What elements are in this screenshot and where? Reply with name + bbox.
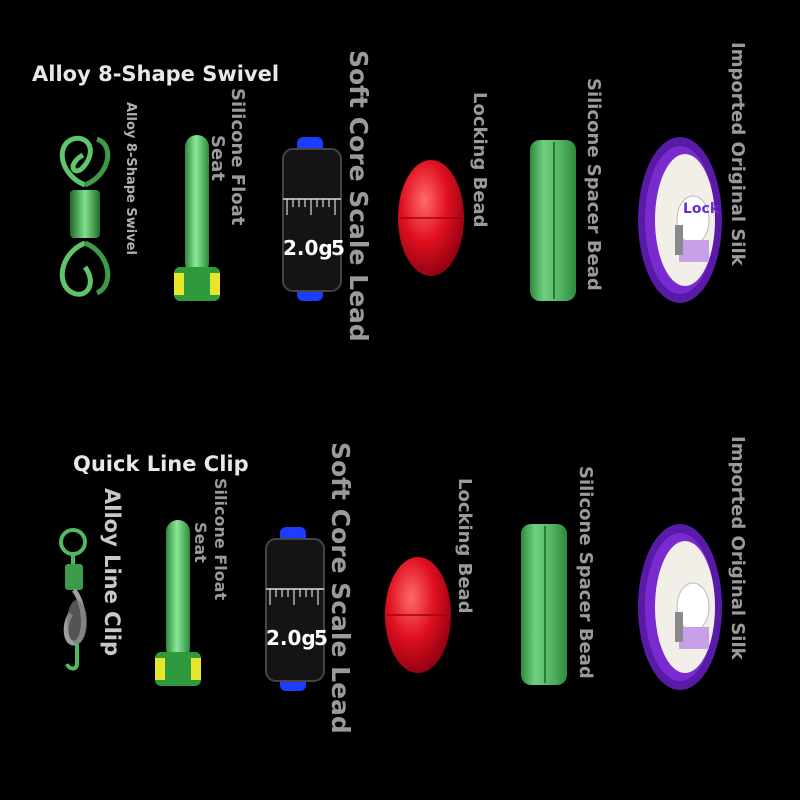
float-seat-label-line2: Seat [207,135,228,181]
scale-lead-marking-2: 5 [331,236,345,260]
scale-lead-label: Soft Core Scale Lead [326,442,355,734]
line-clip-label: Alloy Line Clip [100,488,124,656]
float-seat-label-line1: Silicone Float [227,88,248,226]
row1-heading: Alloy 8-Shape Swivel [32,62,280,86]
locking-bead-icon [385,557,451,673]
float-seat-icon [155,520,201,686]
spacer-bead-icon [530,140,576,301]
spacer-bead-label: Silicone Spacer Bead [575,466,596,679]
locking-bead-label: Locking Bead [454,478,475,614]
silk-label: Imported Original Silk [727,42,748,266]
float-seat-label-line2: Seat [191,522,210,563]
scale-lead-marking: 2.0g [283,236,333,260]
scale-lead-marking: 2.0g [266,626,316,650]
swivel-icon [59,135,111,297]
silk-spool-icon [638,524,722,690]
float-seat-icon [174,135,220,301]
scale-lead-marking-2: 5 [314,626,328,650]
locking-bead-label: Locking Bead [469,92,490,228]
silk-spool-icon [638,137,722,303]
silk-label: Imported Original Silk [727,436,748,660]
float-seat-label-line1: Silicone Float [211,478,230,601]
spacer-bead-icon [521,524,567,685]
scale-lead-icon [282,137,342,301]
scale-lead-icon [265,527,325,691]
locking-bead-icon [398,160,464,276]
line-clip-icon [59,528,87,671]
silk-spool-text: Lock [683,201,720,217]
scale-lead-label: Soft Core Scale Lead [344,50,373,342]
row2-heading: Quick Line Clip [73,452,249,476]
spacer-bead-label: Silicone Spacer Bead [583,78,604,291]
swivel-label: Alloy 8-Shape Swivel [123,102,138,255]
